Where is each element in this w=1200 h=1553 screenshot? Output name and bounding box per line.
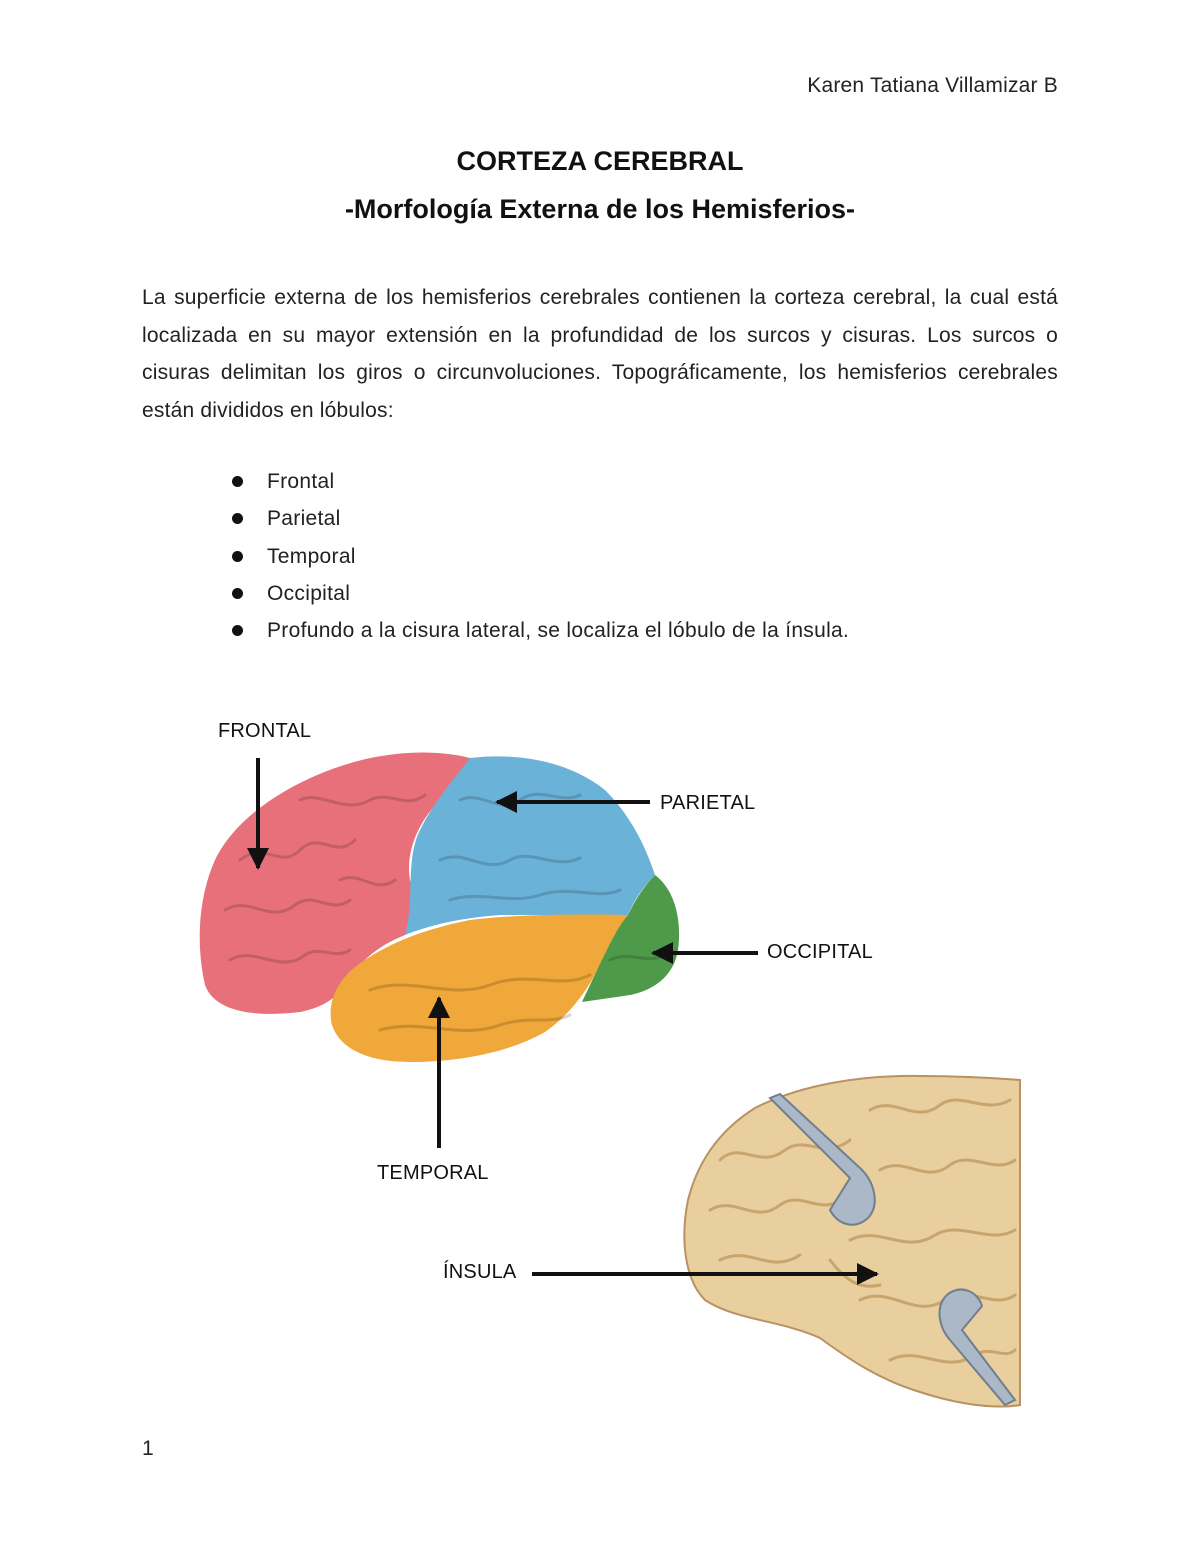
list-item-text: Profundo a la cisura lateral, se localiz…	[267, 619, 850, 643]
bullet-icon	[232, 625, 243, 637]
document-subtitle: -Morfología Externa de los Hemisferios-	[344, 194, 856, 224]
document-title: CORTEZA CEREBRAL	[456, 146, 744, 176]
label-parietal: PARIETAL	[660, 792, 756, 814]
list-item: Temporal	[229, 538, 849, 575]
author-name: Karen Tatiana Villamizar B	[807, 74, 1058, 97]
insula-brain-illustration	[683, 1074, 1021, 1408]
page-number: 1	[142, 1437, 154, 1460]
label-occipital: OCCIPITAL	[767, 941, 873, 963]
label-insula: ÍNSULA	[443, 1261, 517, 1283]
list-item: Frontal	[229, 463, 849, 500]
retractor-lower	[938, 1288, 1017, 1407]
list-item-text: Frontal	[267, 470, 335, 493]
list-item-text: Occipital	[267, 581, 351, 605]
retractor-upper	[768, 1092, 876, 1226]
list-item: Parietal	[229, 500, 849, 537]
label-frontal: FRONTAL	[218, 720, 312, 742]
bullet-icon	[232, 513, 243, 525]
bullet-icon	[232, 587, 243, 599]
occipital-lobe-region	[582, 875, 680, 1002]
list-item-text: Parietal	[267, 507, 341, 531]
intro-paragraph: La superficie externa de los hemisferios…	[142, 286, 1058, 422]
label-temporal: TEMPORAL	[377, 1162, 489, 1184]
temporal-lobe-region	[330, 914, 628, 1062]
pointer-arrows	[247, 758, 879, 1285]
lobe-list: Frontal Parietal Temporal Occipital Prof…	[229, 463, 849, 649]
list-item-text: Temporal	[267, 544, 356, 568]
list-item: Profundo a la cisura lateral, se localiz…	[229, 612, 849, 649]
bullet-icon	[232, 550, 243, 562]
frontal-lobe-region	[199, 752, 470, 1014]
bullet-icon	[232, 476, 243, 487]
list-item: Occipital	[229, 575, 849, 612]
